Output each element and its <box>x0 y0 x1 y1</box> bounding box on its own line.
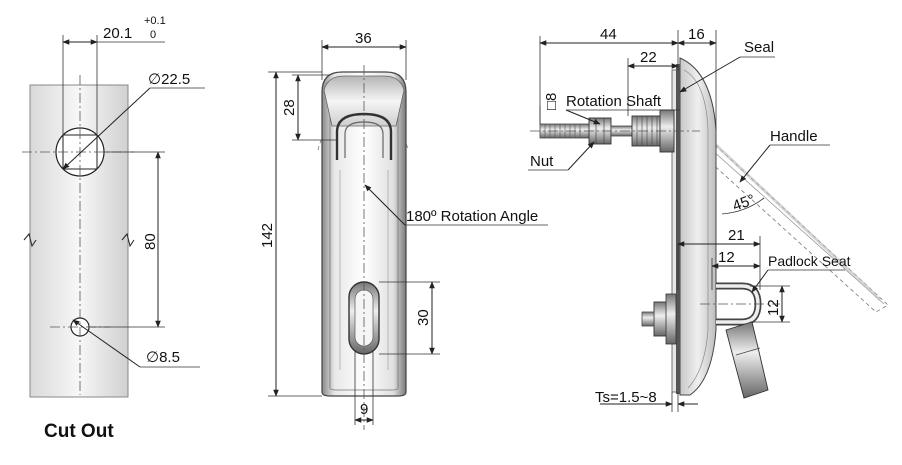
padlock-height-dim: 12 <box>765 299 782 316</box>
front-width-dim: 36 <box>355 30 372 47</box>
padlock-depth-dim: 12 <box>718 249 735 266</box>
rotation-angle-label: 180º Rotation Angle <box>406 208 538 225</box>
front-view: 36 28 142 180º Rotation Angle 30 9 <box>259 30 548 430</box>
cutout-tol-upper: +0.1 <box>144 15 166 27</box>
cutout-large-dia: ∅22.5 <box>148 71 190 88</box>
front-top-dim: 28 <box>281 99 298 116</box>
nut-label: Nut <box>530 153 554 170</box>
cutout-tol-lower: 0 <box>150 29 156 41</box>
handle-label: Handle <box>770 128 818 145</box>
panel-thickness-label: Ts=1.5~8 <box>595 389 657 406</box>
slot-height-dim: 30 <box>415 309 432 326</box>
side-view: 44 16 22 Seal □8 Rotation Shaft Nut Hand… <box>528 26 889 412</box>
padlock-seat-label: Padlock Seat <box>768 253 851 269</box>
padlock-offset-dim: 21 <box>728 227 745 244</box>
handle-angle-label: 45° <box>730 191 757 215</box>
cutout-spacing-dim: 80 <box>142 233 159 250</box>
handle-side <box>679 57 717 396</box>
front-height-dim: 142 <box>259 223 276 248</box>
seal-label: Seal <box>744 39 774 56</box>
side-length-dim: 44 <box>600 26 617 43</box>
side-depth-dim: 16 <box>688 26 705 43</box>
rotation-shaft-label: Rotation Shaft <box>566 93 662 110</box>
cutout-small-dia: ∅8.5 <box>146 349 180 366</box>
cutout-view: 20.1 +0.1 0 ∅22.5 80 ∅8.5 Cut Out <box>22 15 205 442</box>
cutout-title: Cut Out <box>44 421 114 442</box>
side-shaft-dim: 22 <box>640 49 657 66</box>
square-dim: □8 <box>543 93 560 110</box>
cutout-width-dim: 20.1 <box>103 25 132 42</box>
slot-width-dim: 9 <box>360 401 368 418</box>
